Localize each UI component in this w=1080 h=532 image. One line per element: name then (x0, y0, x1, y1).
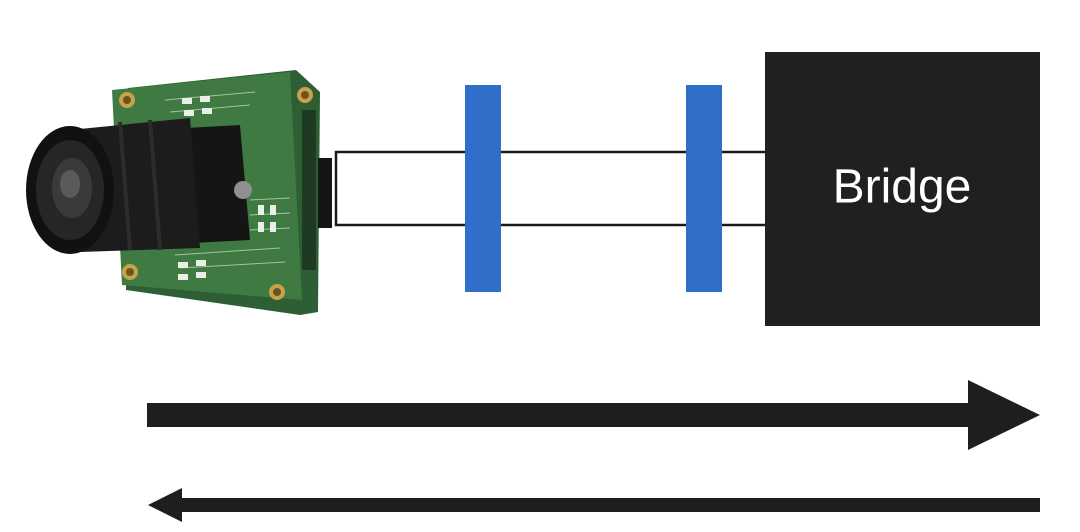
focus-screw (234, 181, 252, 199)
lens-icon (26, 118, 200, 254)
filter-bar-2 (686, 85, 722, 292)
camera-connector (318, 158, 332, 228)
filter-bar-1 (465, 85, 501, 292)
bridge-label: Bridge (833, 161, 972, 214)
bridge-box-rect (765, 52, 1040, 326)
camera-module-icon (26, 70, 332, 315)
arrow-left-icon (148, 488, 1040, 522)
pcb-header-strip (302, 110, 316, 270)
bridge-box: Bridge (765, 52, 1040, 326)
arrow-right-icon (147, 380, 1040, 450)
pcb-mounting-holes (119, 87, 313, 300)
pcb-components (178, 96, 276, 280)
